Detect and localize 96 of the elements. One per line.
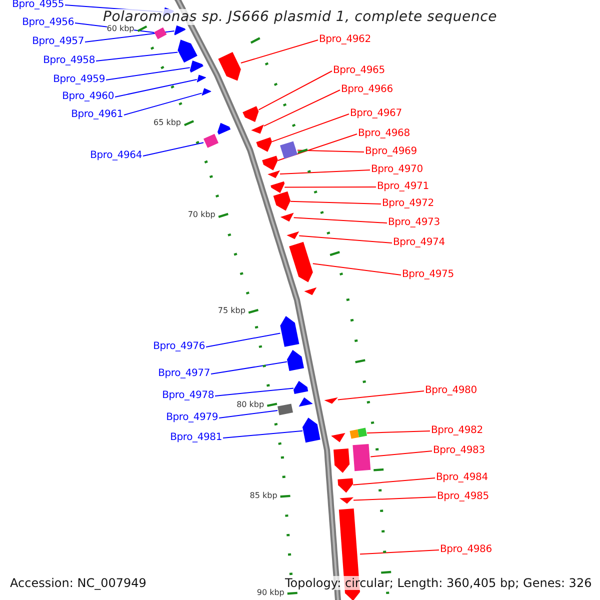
gene-label: Bpro_4979 (166, 412, 218, 424)
leader-line (277, 134, 358, 161)
gene-label: Bpro_4967 (350, 108, 402, 120)
gene-label: Bpro_4964 (90, 150, 142, 162)
leader-line (210, 361, 288, 374)
gene-glyph (242, 106, 259, 122)
gene-glyph (218, 52, 241, 81)
gene-glyph (256, 137, 272, 152)
gene-label: Bpro_4971 (377, 181, 429, 193)
leader-line (258, 70, 332, 110)
leader-line (337, 390, 424, 400)
gene-glyph (324, 397, 338, 404)
leader-line (263, 90, 340, 127)
leader-line (370, 450, 432, 458)
leader-line (290, 200, 382, 204)
leader-line (218, 410, 278, 418)
leader-line (312, 263, 402, 276)
gene-label: Bpro_4962 (319, 34, 371, 46)
gene-label: Bpro_4986 (440, 544, 492, 556)
gene-glyph (302, 418, 320, 443)
gene-glyph (334, 448, 350, 473)
gene-label: Bpro_4958 (43, 55, 95, 67)
gene-label: Bpro_4972 (382, 198, 434, 210)
gene-glyph (350, 428, 367, 439)
gene-label: Bpro_4975 (402, 269, 454, 281)
gene-label: Bpro_4968 (358, 128, 410, 140)
gene-glyph (280, 141, 298, 159)
gene-label: Bpro_4982 (431, 425, 483, 437)
gene-glyph (280, 212, 294, 222)
gene-label: Bpro_4957 (32, 36, 84, 48)
gene-label: Bpro_4960 (62, 91, 114, 103)
gene-glyph (270, 181, 285, 193)
leader-line (106, 67, 190, 80)
gene-glyph (294, 380, 308, 394)
gene-glyph (287, 350, 304, 371)
gene-label: Bpro_4976 (153, 341, 205, 353)
leader-line (206, 332, 281, 348)
gene-label: Bpro_4965 (333, 65, 385, 77)
tick-label: 85 kbp (250, 491, 278, 502)
gene-glyph (178, 40, 198, 63)
leader-line (298, 235, 392, 244)
gene-glyph (289, 242, 313, 282)
accession-text: Accession: NC_007949 (10, 576, 146, 590)
leader-line (142, 142, 204, 156)
gene-label: Bpro_4970 (371, 164, 423, 176)
gene-glyph (154, 27, 167, 40)
tick-label: 80 kbp (236, 400, 264, 410)
leader-line (366, 430, 430, 434)
gene-glyph (196, 74, 206, 82)
gene-glyph (340, 497, 354, 504)
gene-glyph (251, 124, 264, 134)
leader-line (280, 170, 370, 174)
gene-glyph (352, 444, 371, 472)
leader-line (124, 92, 202, 116)
gene-label: Bpro_4961 (71, 109, 123, 121)
gene-label: Bpro_4983 (433, 445, 485, 457)
summary-text: Topology: circular; Length: 360,405 bp; Genes: 326 (285, 576, 592, 590)
gene-label: Bpro_4978 (162, 390, 214, 402)
leader-line (114, 79, 198, 98)
tick-label: 90 kbp (256, 588, 284, 598)
gene-label: Bpro_4980 (425, 385, 477, 397)
gene-glyph (298, 397, 313, 407)
gene-label: Bpro_4966 (341, 84, 393, 96)
tick-label: 65 kbp (154, 118, 182, 128)
gene-glyph (338, 478, 354, 493)
gene-label: Bpro_4959 (53, 74, 105, 86)
tick-label: 70 kbp (188, 210, 216, 220)
gene-label: Bpro_4969 (365, 146, 417, 158)
gene-glyph (202, 88, 212, 96)
gene-glyph (280, 316, 300, 347)
gene-glyph (331, 433, 346, 442)
gene-glyph (286, 231, 300, 240)
gene-glyph (304, 287, 317, 296)
leader-line (214, 388, 294, 396)
leader-line (272, 114, 350, 142)
gene-glyph (218, 122, 231, 135)
gene-label: Bpro_4981 (170, 432, 222, 444)
leader-line (222, 430, 303, 438)
leader-line (353, 496, 436, 501)
leader-line (96, 52, 178, 62)
gene-label: Bpro_4974 (393, 237, 445, 249)
leader-line (297, 150, 364, 152)
gene-label: Bpro_4956 (22, 17, 74, 29)
leader-line (284, 186, 376, 188)
gene-glyph (278, 404, 293, 416)
leader-line (293, 217, 388, 224)
gene-glyph (204, 134, 218, 148)
leader-line (352, 478, 436, 486)
gene-label: Bpro_4985 (437, 491, 489, 503)
leader-line (240, 40, 318, 64)
gene-label: Bpro_4977 (158, 368, 210, 380)
tick-label: 75 kbp (218, 306, 246, 316)
gene-label: Bpro_4984 (436, 472, 488, 484)
gene-label: Bpro_4973 (388, 217, 440, 229)
leader-line (84, 30, 175, 42)
leader-line (360, 550, 440, 555)
